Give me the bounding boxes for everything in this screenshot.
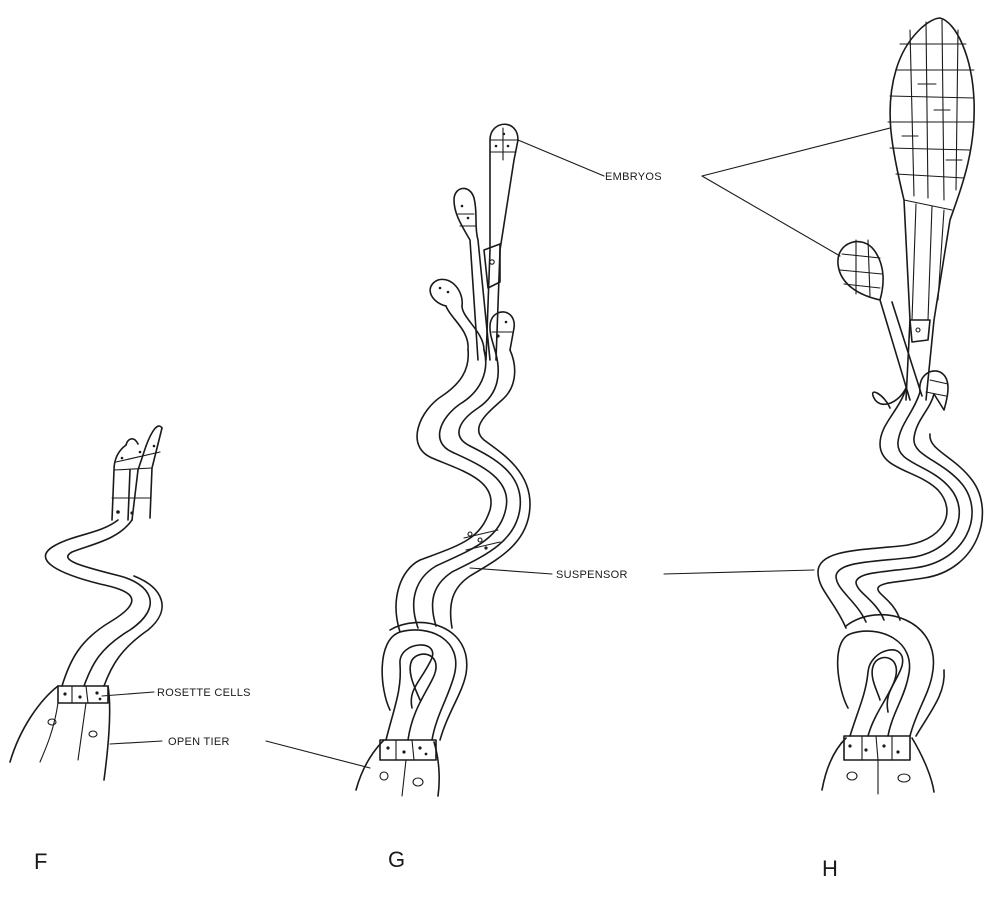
suspensor-label: SUSPENSOR	[556, 569, 628, 581]
suspensor-leader-right	[664, 570, 814, 574]
figure-g-label: G	[388, 847, 405, 872]
embryos-leader-g	[518, 140, 604, 176]
embryos-leader-h-top	[702, 128, 890, 176]
figure-f-label: F	[34, 849, 47, 874]
embryos-label: EMBRYOS	[605, 171, 662, 183]
suspensor-leader-left	[470, 568, 552, 574]
figure-f-drawing	[10, 426, 162, 780]
open-tier-label: OPEN TIER	[168, 736, 230, 748]
embryos-leader-h-mid	[702, 176, 840, 256]
open-tier-leader-left	[110, 741, 162, 744]
figure-h-drawing	[818, 18, 982, 794]
figure-g-drawing	[356, 124, 530, 796]
figure-h-label: H	[822, 856, 838, 881]
open-tier-leader-right	[266, 741, 370, 768]
rosette-cells-label: ROSETTE CELLS	[157, 687, 251, 699]
